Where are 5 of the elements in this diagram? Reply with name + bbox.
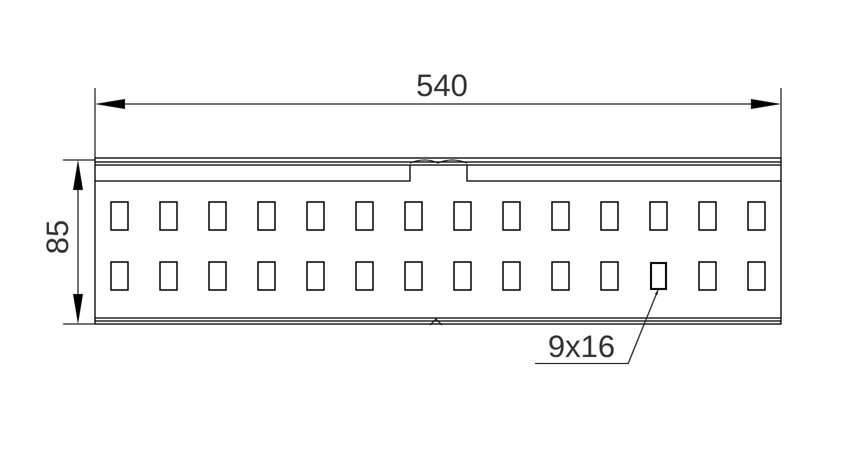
leader-line (627, 290, 659, 364)
dimension-text: 540 (415, 68, 469, 104)
dimension-callout: 9x16 (535, 330, 628, 364)
slot-hole (650, 262, 667, 290)
dimension-text: 85 (40, 218, 76, 256)
